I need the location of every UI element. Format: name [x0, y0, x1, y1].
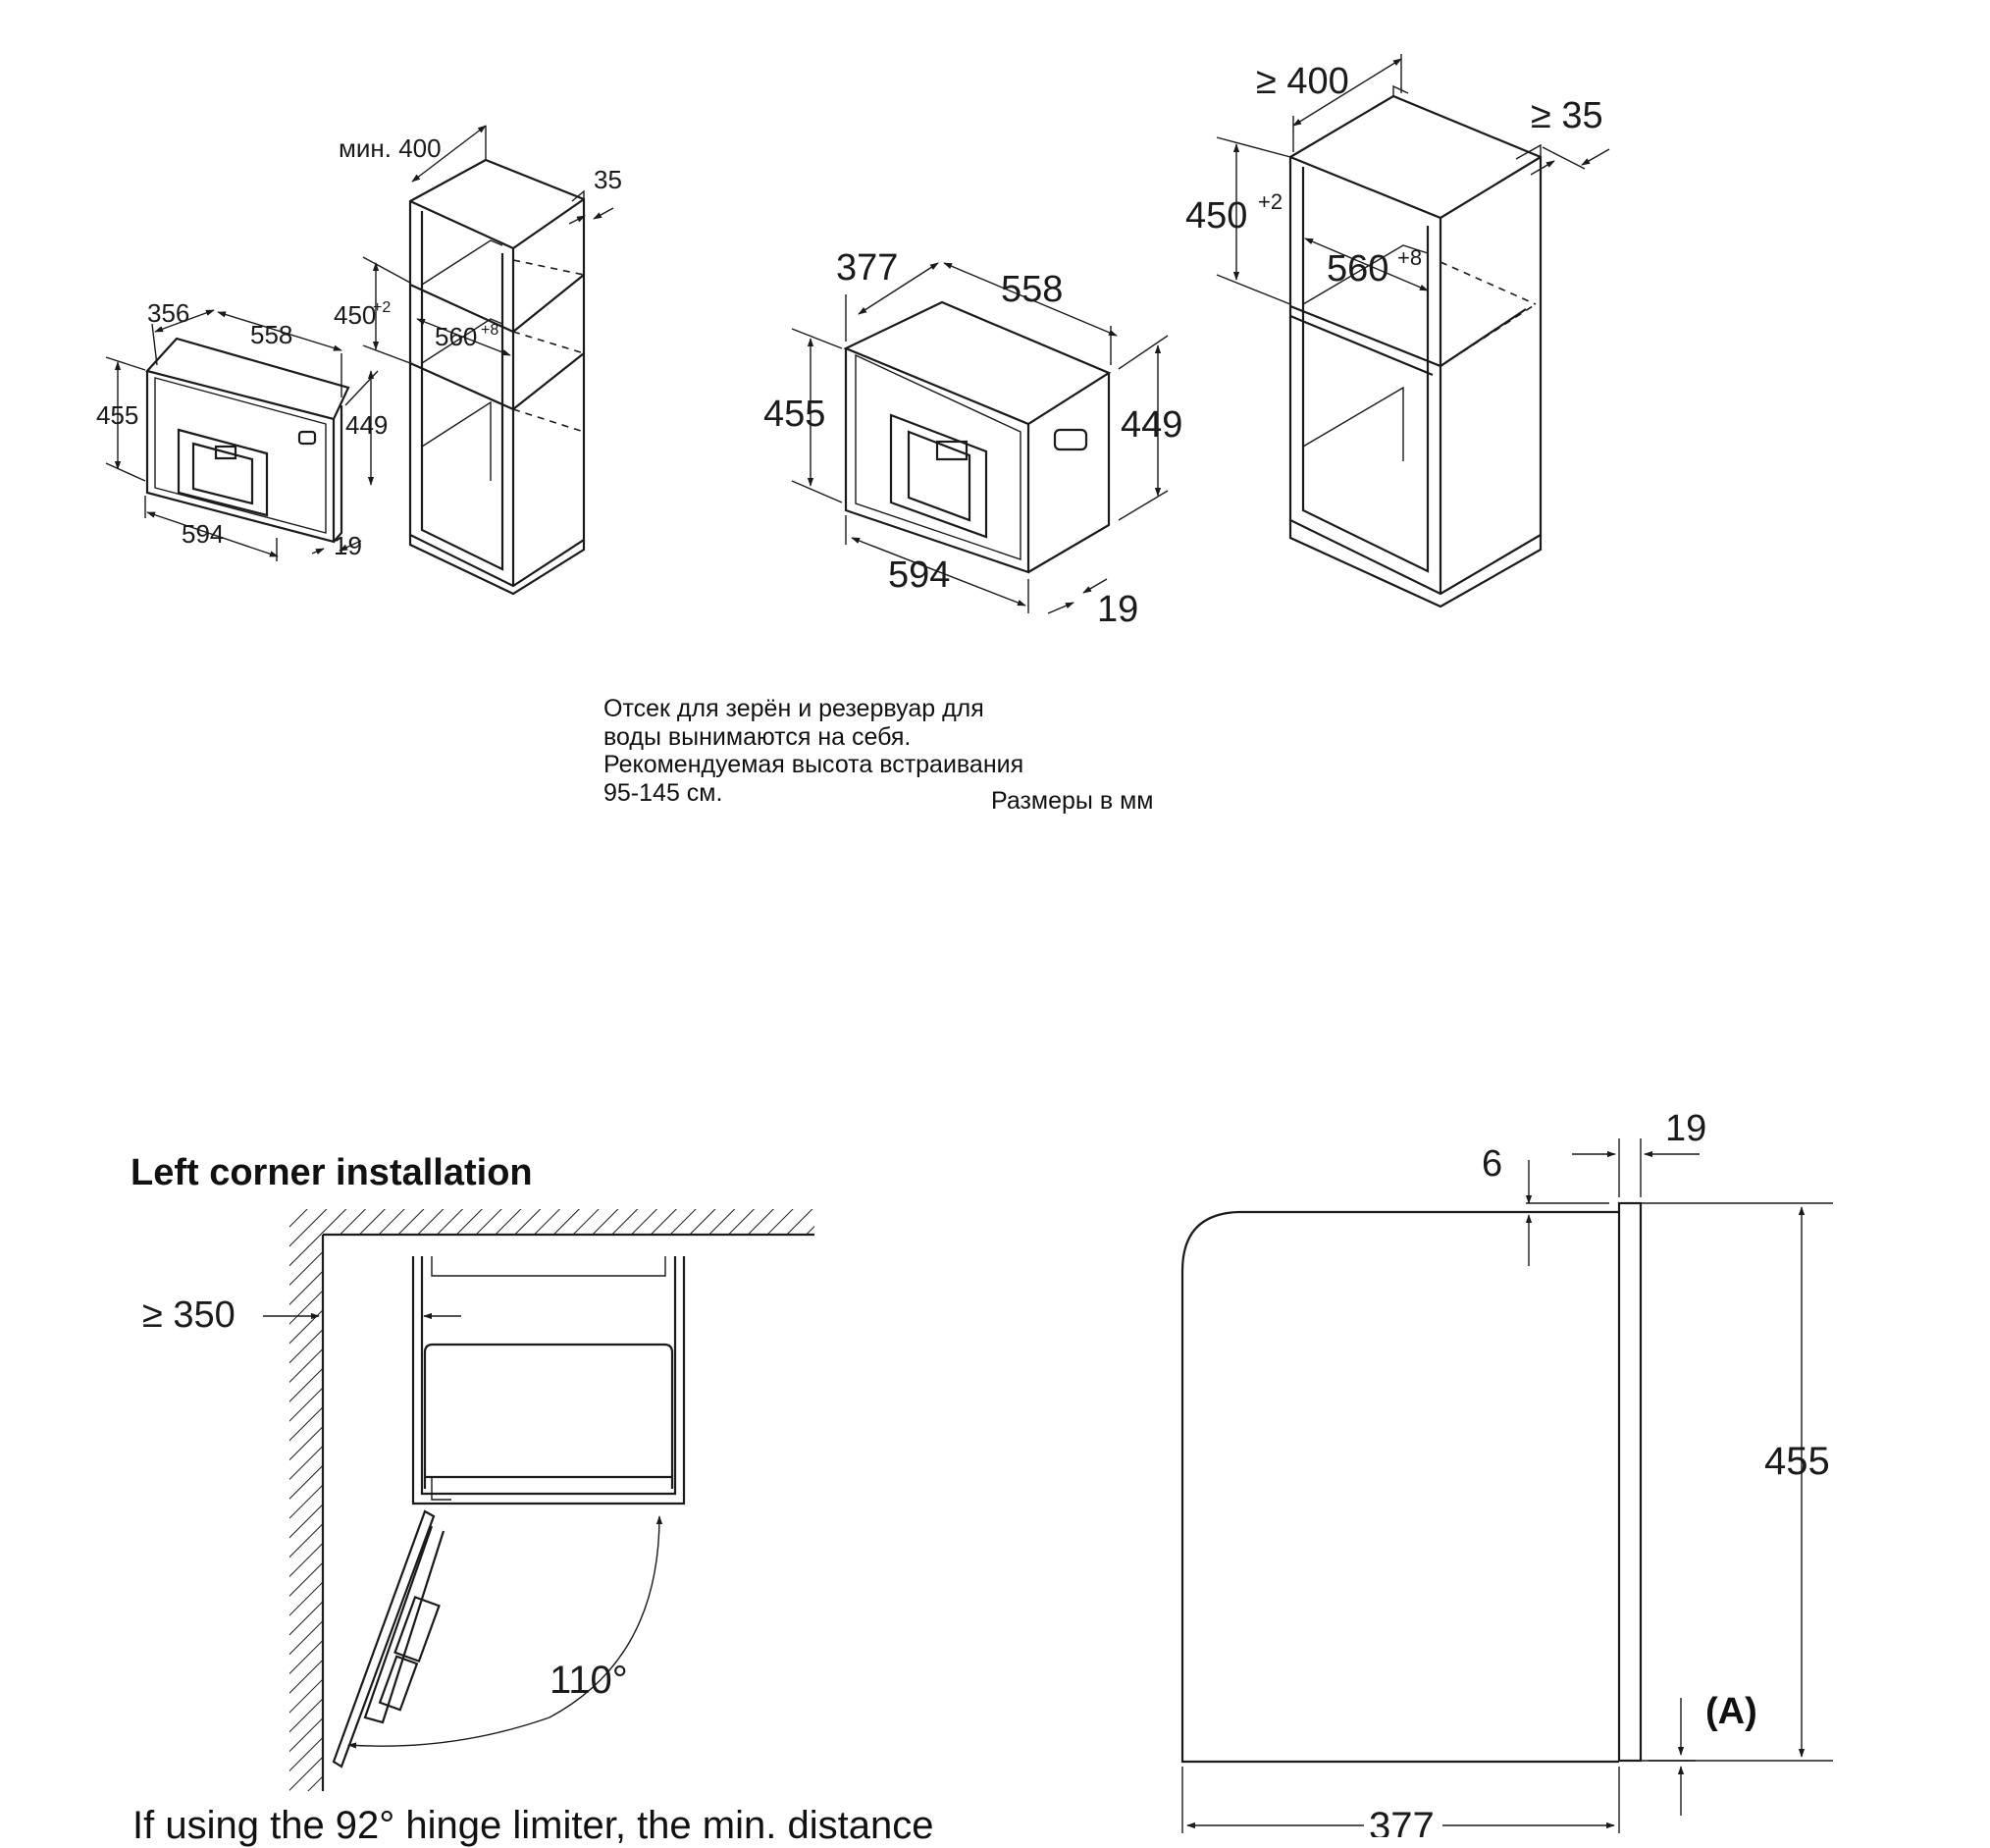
small-niche-width-tol: +8 [481, 322, 498, 339]
small-width-bottom-label: 594 [182, 519, 224, 549]
large-front-label: 19 [1097, 589, 1138, 630]
large-niche-width-tol: +8 [1397, 245, 1422, 270]
small-depth-label: 356 [147, 298, 189, 328]
small-front-label: 19 [334, 531, 362, 560]
installation-notes: Отсек для зерён и резервуар для воды вын… [603, 695, 1153, 807]
large-machine-dimensions: 377 558 455 449 594 19 [763, 247, 1182, 630]
door-angle-label: 110° [550, 1659, 628, 1702]
small-niche-height-label: 450 [334, 300, 376, 330]
top-gap-label: 6 [1482, 1143, 1502, 1185]
note-line: Отсек для зерён и резервуар для [603, 695, 984, 722]
small-niche-depth-label: мин. 400 [339, 133, 442, 163]
large-niche-side-label: ≥ 35 [1531, 95, 1603, 136]
large-niche-width-label: 560 [1327, 248, 1388, 290]
large-depth-label: 377 [836, 247, 898, 289]
section-title: Left corner installation [131, 1152, 533, 1193]
large-machine [843, 300, 1112, 574]
small-side-height-label: 449 [345, 410, 388, 440]
note-line: воды вынимаются на себя. [603, 722, 912, 751]
units-label: Размеры в мм [991, 787, 1154, 815]
large-niche [1288, 84, 1543, 608]
small-niche [408, 158, 586, 596]
small-width-top-label: 558 [250, 320, 292, 349]
large-width-top-label: 558 [1001, 269, 1063, 310]
hinge-limiter-note: If using the 92° hinge limiter, the min.… [132, 1804, 934, 1847]
small-niche-width-label: 560 [435, 322, 477, 351]
small-machine-dimensions: 356 558 455 449 594 19 [96, 298, 388, 561]
small-niche-side-label: 35 [594, 165, 622, 194]
large-niche-dimensions: ≥ 400 ≥ 35 450 +2 560 +8 [1185, 54, 1610, 305]
side-view: 6 19 455 377 [1180, 1108, 1833, 1837]
note-line: Рекомендуемая высота встраивания [603, 751, 1024, 778]
small-niche-height-tol: +2 [373, 299, 391, 316]
small-niche-dimensions: мин. 400 35 450 +2 560 +8 [334, 125, 622, 364]
side-height-label: 455 [1764, 1440, 1830, 1483]
large-niche-height-label: 450 [1185, 195, 1247, 237]
large-height-label: 455 [763, 394, 825, 435]
small-machine [144, 337, 350, 544]
large-side-height-label: 449 [1121, 404, 1182, 446]
wall-distance-label: ≥ 350 [142, 1294, 236, 1336]
side-depth-label: 377 [1369, 1805, 1435, 1837]
large-width-bottom-label: 594 [888, 554, 950, 596]
small-height-label: 455 [96, 400, 138, 430]
corner-installation [263, 1209, 814, 1791]
label-a: (A) [1705, 1691, 1757, 1732]
large-niche-height-tol: +2 [1258, 189, 1283, 214]
note-line: 95-145 см. [603, 778, 723, 807]
front-thickness-label: 19 [1665, 1108, 1706, 1149]
large-niche-depth-label: ≥ 400 [1256, 61, 1349, 102]
corner-installation-labels: ≥ 350 110° [142, 1294, 628, 1702]
